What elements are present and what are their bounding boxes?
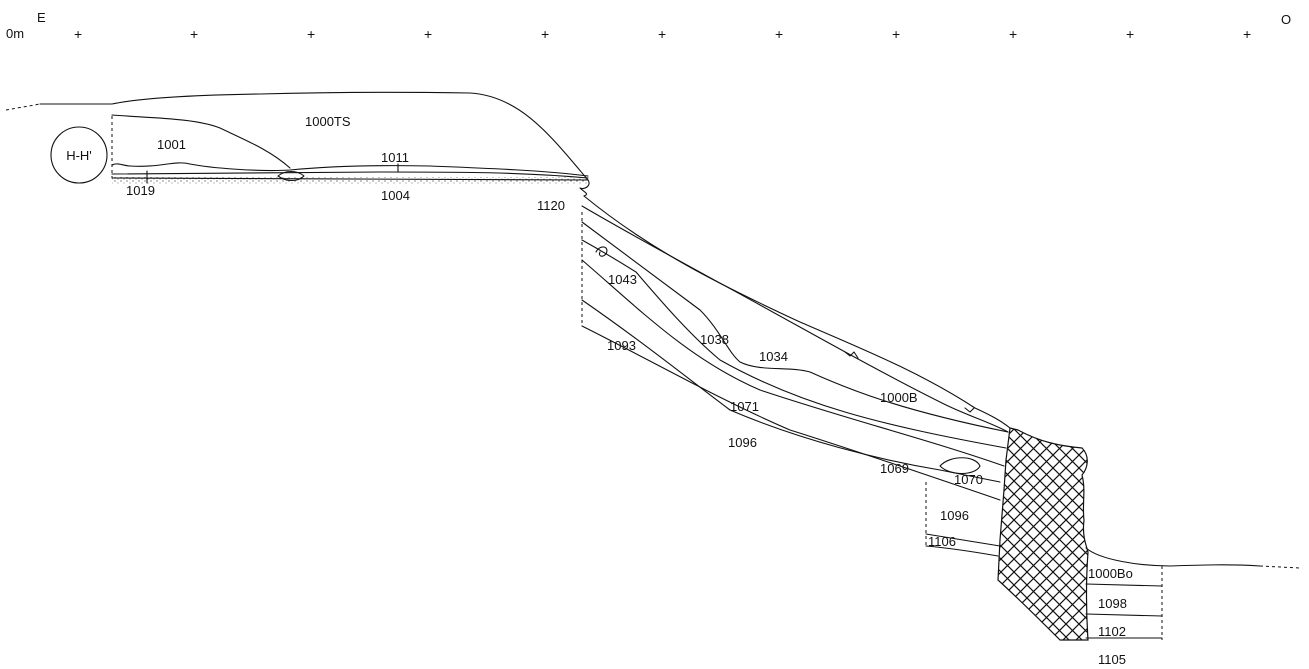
layer-label-1070: 1070	[954, 472, 983, 487]
section-marker: H-H'	[50, 126, 108, 184]
section-marker-label: H-H'	[66, 148, 92, 163]
masonry-wall	[997, 427, 1089, 641]
grid-marker: +	[541, 26, 549, 42]
grid-marker: +	[775, 26, 783, 42]
layer-label-1019: 1019	[126, 183, 155, 198]
ground-surface	[5, 103, 113, 111]
layer-label-1098: 1098	[1098, 596, 1127, 611]
grid-marker: +	[1009, 26, 1017, 42]
direction-start-label: E	[37, 10, 46, 25]
grid-marker: +	[658, 26, 666, 42]
layer-labels: 1000TS 1001 1011 1019 1004 1120 1043 103…	[126, 114, 1133, 667]
origin-label: 0m	[6, 26, 24, 41]
grid-marker: +	[892, 26, 900, 42]
layer-label-1001: 1001	[157, 137, 186, 152]
layer-label-1093: 1093	[607, 338, 636, 353]
layer-label-1069: 1069	[880, 461, 909, 476]
layer-label-1038: 1038	[700, 332, 729, 347]
layer-label-1096-lower: 1096	[940, 508, 969, 523]
layer-label-1043: 1043	[608, 272, 637, 287]
grid-marker-row: + + + + + + + + + + +	[74, 26, 1251, 42]
layer-label-1000b: 1000B	[880, 390, 918, 405]
grid-marker: +	[74, 26, 82, 42]
direction-end-label: O	[1281, 12, 1291, 27]
layer-label-1106: 1106	[928, 534, 956, 549]
layer-label-1096-upper: 1096	[728, 435, 757, 450]
layer-label-1120: 1120	[537, 198, 565, 213]
layer-label-1011: 1011	[381, 150, 409, 165]
layer-label-1000ts: 1000TS	[305, 114, 351, 129]
layer-label-1034: 1034	[759, 349, 788, 364]
layer-label-1102: 1102	[1098, 624, 1126, 639]
lower-right-deposits	[1085, 547, 1301, 640]
layer-label-1000bo: 1000Bo	[1088, 566, 1133, 581]
slope-deposits	[579, 179, 1011, 557]
grid-marker: +	[424, 26, 432, 42]
layer-label-1105: 1105	[1098, 652, 1126, 667]
grid-marker: +	[1243, 26, 1251, 42]
layer-label-1071: 1071	[730, 399, 759, 414]
grid-marker: +	[190, 26, 198, 42]
grid-marker: +	[1126, 26, 1134, 42]
grid-marker: +	[307, 26, 315, 42]
layer-label-1004: 1004	[381, 188, 410, 203]
upper-deposits	[111, 91, 589, 184]
